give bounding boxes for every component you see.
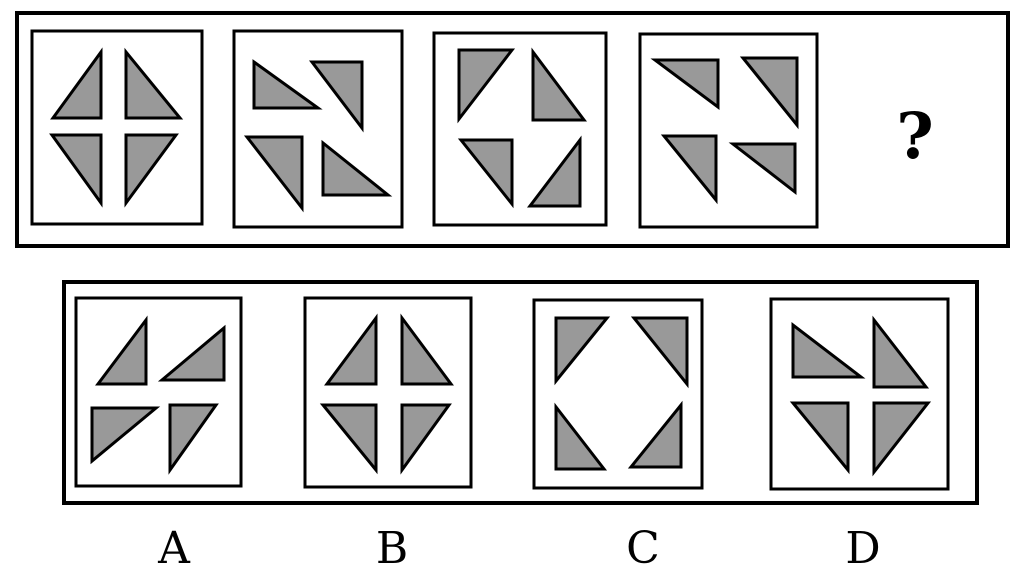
sequence-figure-1 bbox=[30, 29, 204, 226]
question-mark: ? bbox=[896, 99, 934, 174]
triangle-top-left bbox=[457, 48, 516, 124]
triangle-top-right bbox=[400, 313, 454, 386]
triangle-bottom-left bbox=[789, 401, 850, 475]
triangle-top-left bbox=[554, 316, 611, 386]
triangle-top-left bbox=[252, 59, 323, 110]
triangle-bottom-left bbox=[90, 406, 161, 465]
sequence-figure-3 bbox=[432, 31, 608, 227]
triangle-top-left bbox=[95, 315, 148, 386]
option-a-figure[interactable] bbox=[74, 296, 243, 488]
option-label-c: C bbox=[626, 523, 660, 574]
triangle-bottom-right bbox=[400, 403, 452, 475]
triangle-top-left bbox=[650, 58, 720, 110]
triangle-bottom-right bbox=[168, 403, 219, 475]
option-b-figure[interactable] bbox=[303, 296, 473, 489]
triangle-top-right bbox=[872, 315, 930, 389]
triangle-top-left bbox=[50, 47, 103, 120]
option-label-a: A bbox=[157, 523, 191, 574]
triangle-bottom-left bbox=[243, 135, 304, 213]
triangle-top-right bbox=[308, 60, 364, 133]
option-c-figure[interactable] bbox=[532, 298, 704, 490]
triangle-bottom-right bbox=[728, 142, 797, 196]
triangle-top-left bbox=[791, 321, 866, 379]
option-label-d: D bbox=[845, 523, 880, 574]
sequence-figure-4 bbox=[638, 32, 819, 229]
triangle-bottom-right bbox=[872, 401, 932, 477]
triangle-bottom-left bbox=[554, 402, 608, 471]
triangle-top-left bbox=[324, 313, 378, 386]
sequence-figure-2 bbox=[232, 29, 404, 229]
option-d-figure[interactable] bbox=[769, 297, 950, 491]
triangle-bottom-right bbox=[321, 139, 393, 197]
triangle-bottom-left bbox=[49, 133, 103, 208]
triangle-bottom-left bbox=[660, 134, 718, 205]
triangle-top-right bbox=[630, 316, 689, 389]
triangle-top-right bbox=[157, 324, 226, 382]
triangle-bottom-right bbox=[627, 400, 683, 469]
triangle-top-right bbox=[531, 47, 587, 122]
triangle-top-right bbox=[124, 47, 184, 120]
triangle-bottom-left bbox=[319, 403, 378, 475]
triangle-bottom-right bbox=[124, 133, 179, 208]
option-label-b: B bbox=[376, 523, 408, 574]
triangle-bottom-right bbox=[526, 135, 582, 208]
triangle-bottom-left bbox=[457, 138, 514, 209]
triangle-top-right bbox=[739, 56, 799, 130]
